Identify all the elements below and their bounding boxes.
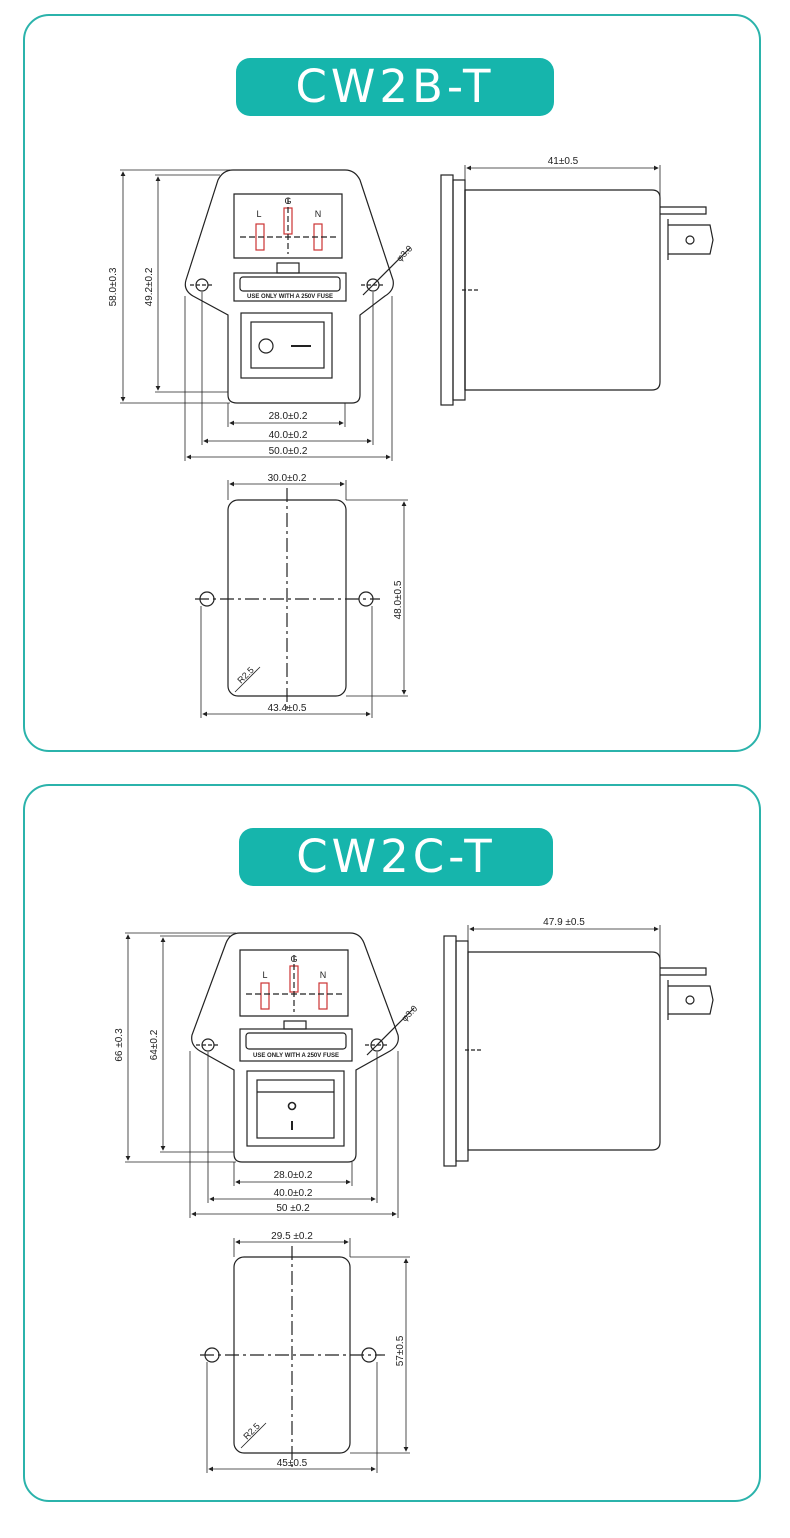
front-view [120,169,411,461]
dim-depth: 41±0.5 [548,156,579,167]
side-view [443,925,714,1167]
pin-label: L [256,209,261,219]
panel-cutout-view [200,1238,410,1473]
model-title: CW2B-T [236,58,554,116]
dim-height-inner: 49.2±0.2 [144,267,155,306]
model-title: CW2C-T [239,828,553,886]
dim-corner-radius: R2.5 [235,665,256,686]
pin-label: L [262,970,267,980]
dim-height-outer: 66 ±0.3 [114,1028,125,1062]
dim-depth: 47.9 ±0.5 [543,917,585,928]
dim-width-holes: 40.0±0.2 [269,430,308,441]
fuse-warning-label: USE ONLY WITH A 250V FUSE [247,294,333,300]
hole-diameter-dim: φ3.0 [399,1003,419,1023]
dim-width-holes: 40.0±0.2 [274,1188,313,1199]
front-view [125,932,415,1218]
dim-corner-radius: R2.5 [241,1421,262,1442]
pin-label: G [284,196,291,206]
dim-width-body: 28.0±0.2 [269,411,308,422]
fuse-warning-label: USE ONLY WITH A 250V FUSE [253,1053,339,1059]
dim-cutout-height: 57±0.5 [395,1335,406,1366]
pin-label: N [315,209,322,219]
side-view [440,165,714,406]
dim-cutout-height: 48.0±0.5 [393,580,404,619]
dim-height-inner: 64±0.2 [149,1029,160,1060]
pin-label: N [320,970,327,980]
dim-height-outer: 58.0±0.3 [108,267,119,306]
panel-cutout-view [195,480,408,718]
pin-label: G [290,954,297,964]
dim-cutout-width: 29.5 ±0.2 [271,1231,313,1242]
hole-diameter-dim: φ3.0 [394,243,414,263]
dim-width-body: 28.0±0.2 [274,1170,313,1181]
dim-cutout-width: 30.0±0.2 [268,473,307,484]
dim-width-flange: 50.0±0.2 [269,446,308,457]
dim-hole-pitch: 45±0.5 [277,1458,308,1469]
dim-hole-pitch: 43.4±0.5 [268,703,307,714]
dim-width-flange: 50 ±0.2 [276,1203,310,1214]
product-panel-cw2c-t [23,784,761,1502]
